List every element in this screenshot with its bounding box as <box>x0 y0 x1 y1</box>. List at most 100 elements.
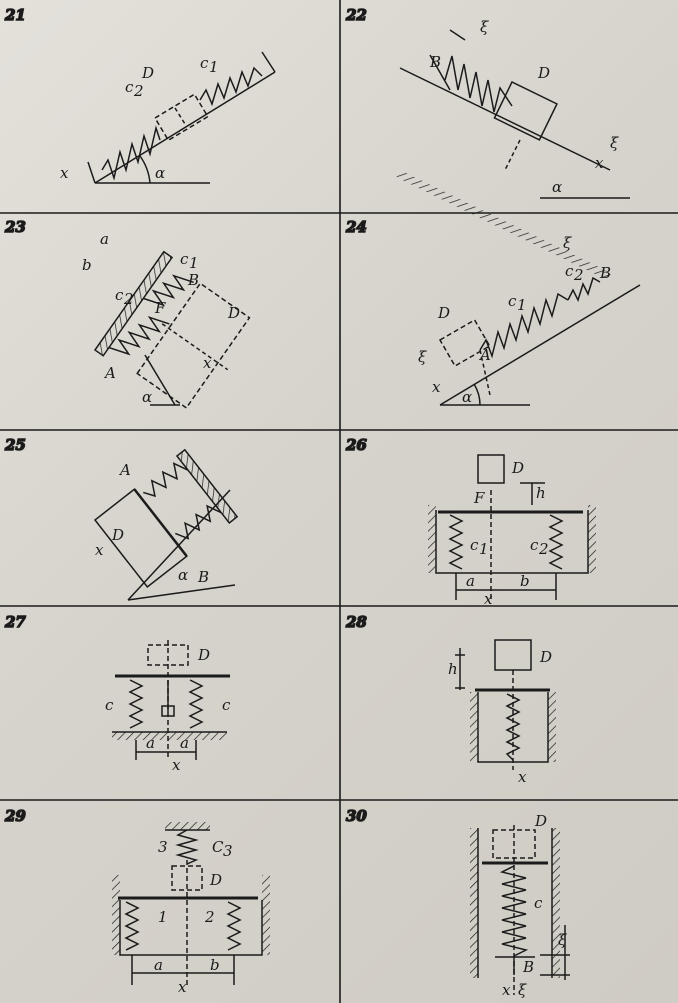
wall-right <box>552 828 560 978</box>
panel-30: 30 D c ξ B x ξ <box>345 806 570 999</box>
mass-d-dashed <box>171 865 203 891</box>
panel-24: 24 ξ c 2 B c 1 D A ξ x α <box>344 217 641 406</box>
panel-28: 28 D h x <box>344 612 556 786</box>
label-f: F <box>473 489 485 507</box>
spring-c1 <box>199 66 263 107</box>
panel-number: 28 <box>345 613 367 631</box>
label-a: a <box>154 956 163 974</box>
label-a: a <box>466 572 475 590</box>
label-x: x <box>60 164 69 182</box>
spring-3 <box>175 829 199 865</box>
panel-number: 24 <box>345 218 367 236</box>
damper <box>161 705 175 717</box>
label-x: x <box>518 768 527 786</box>
spring <box>505 693 521 761</box>
spring-2 <box>226 901 242 951</box>
panel-number: 30 <box>346 807 367 825</box>
mass-d-dashed <box>136 282 251 409</box>
label-c1-sub: 1 <box>517 296 527 314</box>
spring-c2 <box>101 125 161 181</box>
label-alpha: α <box>552 178 562 196</box>
spring-c1 <box>143 274 194 307</box>
label-d: D <box>534 812 547 830</box>
label-b: B <box>197 568 209 586</box>
label-a: A <box>118 461 131 479</box>
spring-c1 <box>448 514 464 570</box>
label-d: D <box>111 526 124 544</box>
label-c-left: c <box>105 696 114 714</box>
spring-c1 <box>479 292 569 359</box>
wall-left <box>428 505 436 573</box>
label-c1-sub: 1 <box>479 540 489 558</box>
label-h: h <box>448 660 458 678</box>
label-xi-top: ξ <box>563 234 572 252</box>
panel-29: 29 3 C 3 D 1 2 a b x <box>3 806 270 996</box>
label-xi-side: ξ <box>558 931 567 949</box>
label-alpha: α <box>462 388 472 406</box>
ceiling <box>165 822 210 830</box>
ground <box>112 732 227 740</box>
spring-upper <box>143 462 189 498</box>
spring-c2 <box>567 276 601 302</box>
label-b: b <box>82 256 92 274</box>
label-xi-left: ξ <box>418 348 427 366</box>
spring-b <box>444 55 513 113</box>
label-xi-right: ξ <box>610 134 619 152</box>
panel-25: 25 A D x α B <box>3 435 239 601</box>
spring-c2 <box>548 514 564 570</box>
panel-number: 23 <box>4 218 26 236</box>
spring <box>499 865 529 957</box>
label-n1: 1 <box>158 908 168 926</box>
label-c1-sub: 1 <box>209 58 219 76</box>
label-x: x <box>502 981 511 999</box>
label-c3-sub: 3 <box>223 842 233 860</box>
label-c1-sub: 1 <box>189 254 199 272</box>
label-c1: c <box>508 292 517 310</box>
label-c2-sub: 2 <box>573 266 584 284</box>
panel-number: 22 <box>345 6 367 24</box>
label-c2: c <box>565 262 574 280</box>
label-c2-sub: 2 <box>123 290 134 308</box>
label-x: x <box>178 978 187 996</box>
wall-left <box>470 692 478 762</box>
label-xi-top: ξ <box>480 18 489 36</box>
label-c3: C <box>212 838 224 856</box>
label-d: D <box>197 646 210 664</box>
mass-d <box>494 639 532 671</box>
wall-right <box>548 692 556 762</box>
label-c2-sub: 2 <box>133 82 144 100</box>
label-alpha: α <box>142 388 152 406</box>
spring-right <box>188 679 204 729</box>
wall-left <box>470 828 478 978</box>
label-b: b <box>520 572 530 590</box>
label-c-right: c <box>222 696 231 714</box>
label-h: h <box>536 484 546 502</box>
panel-21: 21 x c 2 D c 1 α <box>3 5 276 184</box>
label-x: x <box>203 354 212 372</box>
mass-d <box>493 80 558 141</box>
panel-22: 22 B D ξ ξ x α <box>344 5 630 281</box>
label-a-point: A <box>103 364 116 382</box>
label-x: x <box>95 541 104 559</box>
label-c2: c <box>125 78 134 96</box>
spring-1 <box>124 901 140 951</box>
label-c1: c <box>180 250 189 268</box>
panel-number: 25 <box>4 436 26 454</box>
label-d: D <box>539 648 552 666</box>
label-alpha: α <box>178 566 188 584</box>
label-b: B <box>599 264 611 282</box>
label-c1: c <box>200 54 209 72</box>
wall-right <box>588 505 596 573</box>
mass-d <box>477 454 505 484</box>
mass-d-dashed <box>438 318 491 368</box>
label-b-point: B <box>187 271 199 289</box>
label-alpha: α <box>155 164 165 182</box>
panel-number: 27 <box>4 613 26 631</box>
label-c2: c <box>530 536 539 554</box>
label-c: c <box>534 894 543 912</box>
label-b: B <box>429 53 441 71</box>
wall-right <box>262 875 270 955</box>
label-x: x <box>595 154 604 172</box>
